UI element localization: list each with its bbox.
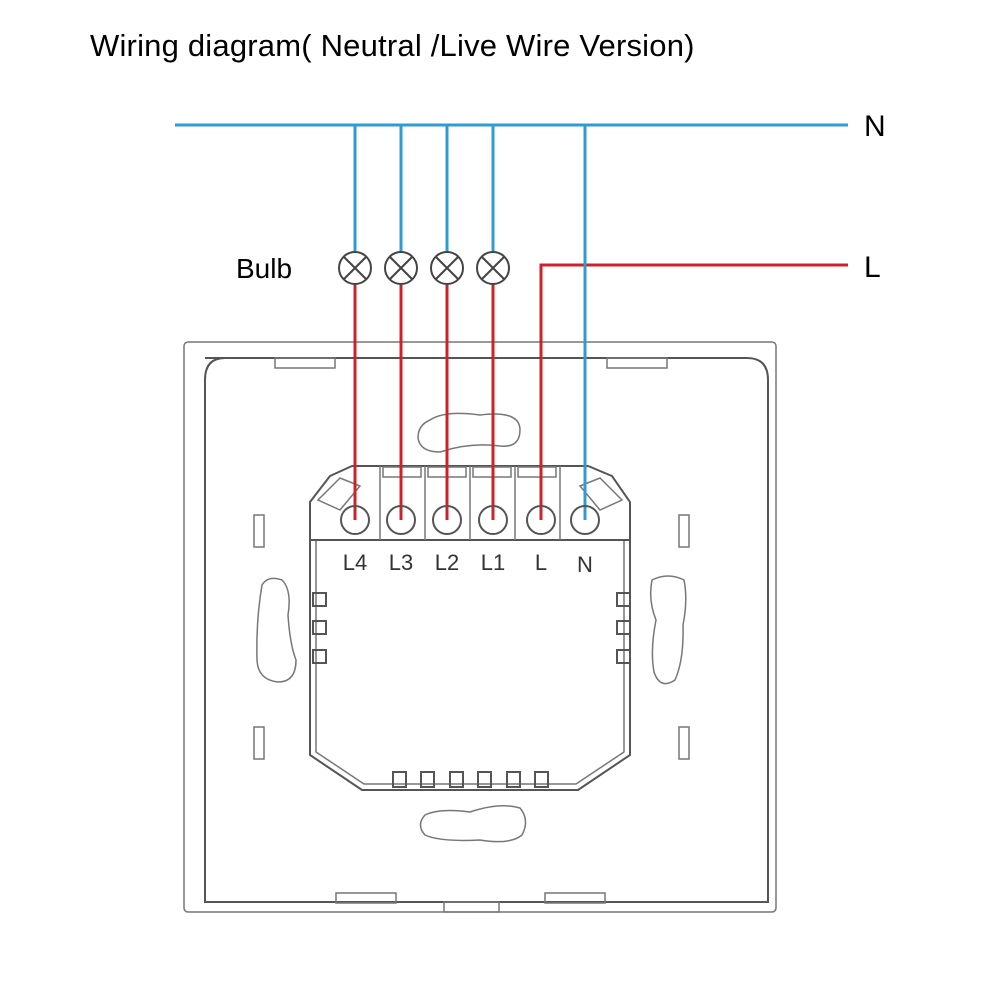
- terminal-label-l1: L1: [481, 550, 505, 575]
- right-upper-tab: [678, 514, 690, 548]
- left-contact-pads: [312, 592, 327, 664]
- bulb-label: Bulb: [236, 253, 292, 284]
- terminal-screw-l1: [478, 505, 508, 535]
- live-rail: [539, 263, 848, 520]
- terminal-screw-l3: [386, 505, 416, 535]
- top-left-clip: [274, 357, 336, 369]
- bottom-left-clip: [335, 892, 397, 904]
- bottom-notch: [443, 901, 500, 913]
- terminal-block: [309, 465, 631, 541]
- terminal-screw-l4: [340, 505, 370, 535]
- terminal-label-l3: L3: [389, 550, 413, 575]
- terminal-label-l2: L2: [435, 550, 459, 575]
- switch-plate-outer: [183, 341, 777, 913]
- terminal-screw-l: [526, 505, 556, 535]
- bulb-icon: [384, 251, 418, 285]
- terminal-screws: [340, 505, 600, 535]
- terminal-screw-l2: [432, 505, 462, 535]
- bottom-right-clip: [544, 892, 606, 904]
- diagram-title: Wiring diagram( Neutral /Live Wire Versi…: [90, 28, 695, 63]
- top-mounting-slot: [417, 412, 521, 453]
- terminal-dividers: [316, 466, 624, 540]
- neutral-rail-label: N: [864, 110, 886, 143]
- bulb-icon: [430, 251, 464, 285]
- left-upper-tab: [253, 514, 265, 548]
- bottom-contact-pads: [392, 771, 549, 788]
- right-mounting-slot: [649, 575, 687, 685]
- bottom-mounting-slot: [419, 805, 527, 843]
- bulb-icon: [476, 251, 510, 285]
- left-mounting-slot: [256, 577, 297, 683]
- top-right-clip: [606, 357, 668, 369]
- terminal-module-body: [309, 540, 631, 791]
- left-lower-tab: [253, 726, 265, 760]
- right-contact-pads: [616, 592, 631, 664]
- live-rail-label: L: [864, 251, 881, 284]
- bulb-icon: [338, 251, 372, 285]
- terminal-module-inner-edge: [315, 540, 625, 785]
- right-lower-tab: [678, 726, 690, 760]
- terminal-label-l: L: [535, 550, 547, 575]
- terminal-label-l4: L4: [343, 550, 367, 575]
- terminal-screw-n: [570, 505, 600, 535]
- terminal-label-n: N: [577, 552, 593, 577]
